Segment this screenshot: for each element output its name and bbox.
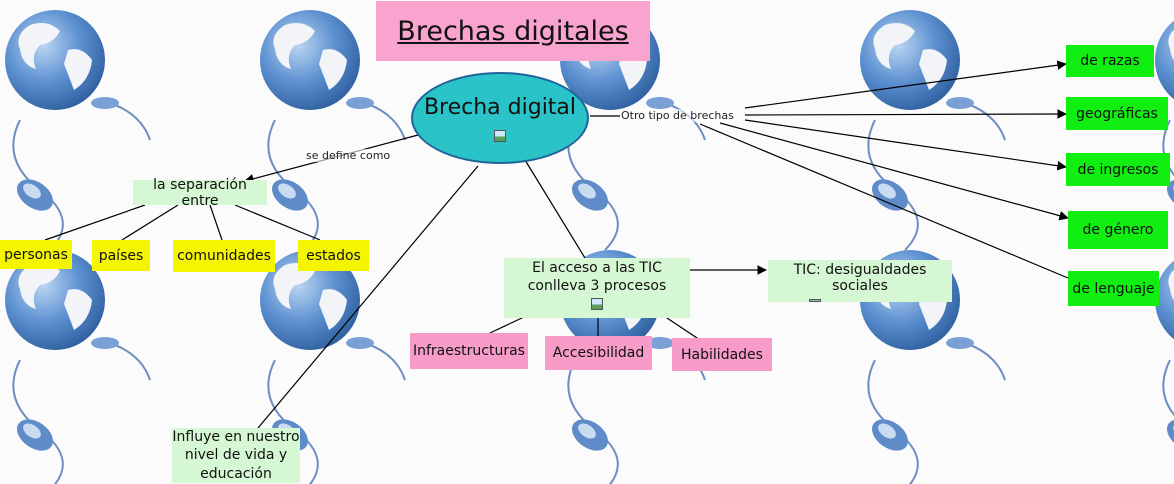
node-tic-desigualdades[interactable]: TIC: desigualdades sociales (768, 260, 952, 302)
node-geograficas[interactable]: geográficas (1066, 97, 1168, 130)
node-tic-desigualdades-label: TIC: desigualdades sociales (793, 262, 927, 294)
node-geograficas-label: geográficas (1076, 105, 1158, 122)
node-personas-label: personas (4, 246, 68, 263)
node-paises-label: países (98, 247, 144, 264)
link-label-se-define: se define como (305, 149, 392, 162)
node-acceso[interactable]: El acceso a las TIC conlleva 3 procesos (504, 258, 690, 318)
node-razas[interactable]: de razas (1066, 45, 1154, 77)
node-influye[interactable]: Influye en nuestro nivel de vida y educa… (172, 428, 300, 483)
node-genero-label: de género (1082, 222, 1154, 238)
node-personas[interactable]: personas (0, 240, 72, 269)
node-paises[interactable]: países (92, 240, 150, 271)
node-estados[interactable]: estados (298, 240, 369, 271)
node-comunidades-label: comunidades (177, 248, 271, 264)
node-habilidades-label: Habilidades (681, 346, 763, 363)
node-separacion[interactable]: la separación entre (133, 177, 267, 209)
node-acceso-label: El acceso a las TIC conlleva 3 procesos (527, 260, 667, 294)
node-accesibilidad[interactable]: Accesibilidad (545, 336, 652, 370)
node-accesibilidad-label: Accesibilidad (552, 345, 645, 361)
node-ingresos-label: de ingresos (1077, 161, 1159, 178)
link-label-otro-tipo: Otro tipo de brechas (620, 109, 735, 122)
node-ingresos[interactable]: de ingresos (1066, 153, 1170, 186)
central-concept[interactable]: Brecha digital (411, 72, 589, 164)
node-comunidades[interactable]: comunidades (173, 240, 275, 272)
node-habilidades[interactable]: Habilidades (672, 338, 772, 371)
central-label: Brecha digital (423, 94, 577, 120)
node-estados-label: estados (306, 247, 361, 264)
node-lenguaje-label: de lenguaje (1072, 280, 1155, 297)
node-razas-label: de razas (1080, 53, 1140, 69)
node-genero[interactable]: de género (1068, 211, 1168, 249)
image-icon[interactable] (809, 299, 821, 302)
node-infraestructuras[interactable]: Infraestructuras (410, 333, 528, 369)
node-infraestructuras-label: Infraestructuras (413, 343, 525, 359)
node-influye-label: Influye en nuestro nivel de vida y educa… (172, 429, 300, 482)
node-separacion-label: la separación entre (153, 176, 247, 209)
page-title: Brechas digitales (376, 1, 650, 61)
image-icon[interactable] (494, 129, 506, 142)
image-icon[interactable] (591, 298, 603, 310)
node-lenguaje[interactable]: de lenguaje (1068, 271, 1159, 306)
title-text: Brechas digitales (397, 15, 629, 47)
